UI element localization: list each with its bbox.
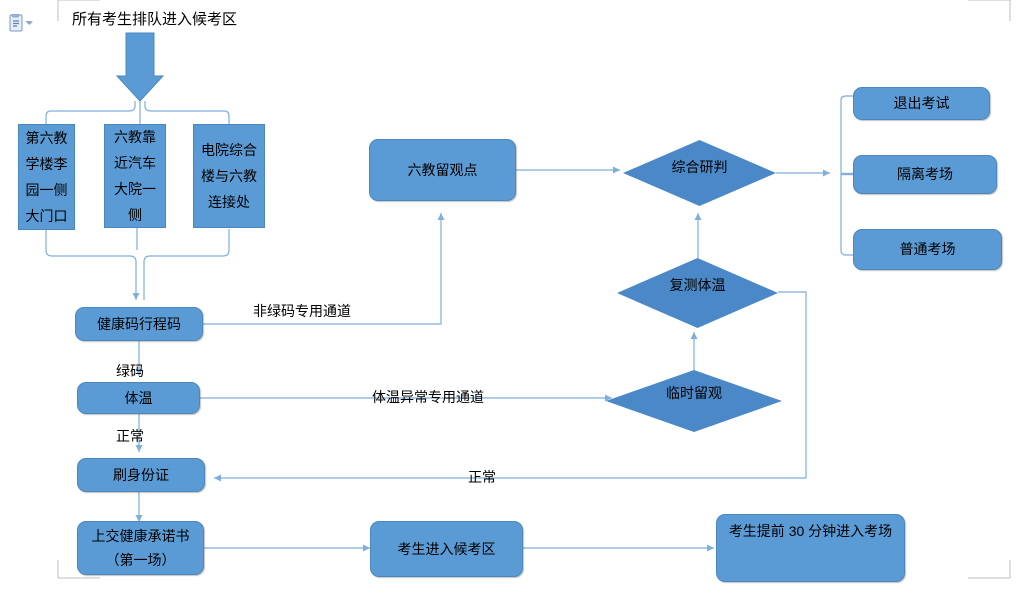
node-health-code-label: 健康码行程码 (97, 315, 181, 332)
node-gate-1[interactable]: 第六教学楼李园一侧大门口 (18, 124, 75, 230)
node-enter-waiting[interactable]: 考生进入候考区 (370, 521, 523, 577)
node-retest-temperature-label: 复测体温 (669, 277, 726, 293)
node-enter-room-label: 考生提前 30 分钟进入考场 (728, 523, 893, 539)
node-temperature[interactable]: 体温 (77, 382, 200, 414)
edge-label-normal-temp: 正常 (116, 428, 144, 444)
edge-label-green-code: 绿码 (116, 363, 144, 379)
node-isolation-room-label: 隔离考场 (897, 166, 953, 182)
page-title: 所有考生排队进入候考区 (72, 11, 238, 28)
edge-label-non-green-channel: 非绿码专用通道 (253, 303, 351, 319)
node-pledge-label: 上交健康承诺书（第一场） (91, 528, 190, 568)
node-exit-exam-label: 退出考试 (893, 95, 950, 111)
node-id-scan[interactable]: 刷身份证 (77, 458, 205, 492)
node-enter-room[interactable]: 考生提前 30 分钟进入考场 (716, 514, 905, 582)
node-comprehensive-judgement-label: 综合研判 (671, 159, 728, 175)
node-temporary-observation-label: 临时留观 (666, 385, 722, 401)
node-gate-3-label: 电院综合楼与六教连接处 (201, 142, 257, 210)
node-temporary-observation[interactable]: 临时留观 (606, 370, 782, 432)
node-comprehensive-judgement[interactable]: 综合研判 (623, 140, 776, 206)
node-id-scan-label: 刷身份证 (113, 466, 169, 483)
node-normal-room[interactable]: 普通考场 (853, 229, 1002, 270)
node-pledge[interactable]: 上交健康承诺书（第一场） (77, 521, 204, 575)
node-health-code[interactable]: 健康码行程码 (75, 307, 203, 341)
node-gate-2[interactable]: 六教靠近汽车大院一侧 (104, 124, 166, 228)
node-isolation-room[interactable]: 隔离考场 (853, 155, 997, 194)
node-gate-1-label: 第六教学楼李园一侧大门口 (25, 130, 68, 224)
node-enter-waiting-label: 考生进入候考区 (397, 540, 496, 557)
node-normal-room-label: 普通考场 (899, 241, 956, 257)
node-observation-point-label: 六教留观点 (407, 161, 478, 178)
node-gate-2-label: 六教靠近汽车大院一侧 (114, 129, 156, 223)
node-observation-point[interactable]: 六教留观点 (369, 139, 516, 201)
edge-label-abnormal-temp-channel: 体温异常专用通道 (372, 389, 484, 405)
paste-options-icon[interactable] (8, 13, 33, 34)
node-gate-3[interactable]: 电院综合楼与六教连接处 (193, 124, 265, 228)
node-retest-temperature[interactable]: 复测体温 (617, 258, 778, 328)
node-temperature-label: 体温 (124, 389, 153, 406)
node-exit-exam[interactable]: 退出考试 (853, 87, 990, 120)
edge-label-normal-return: 正常 (468, 469, 496, 485)
